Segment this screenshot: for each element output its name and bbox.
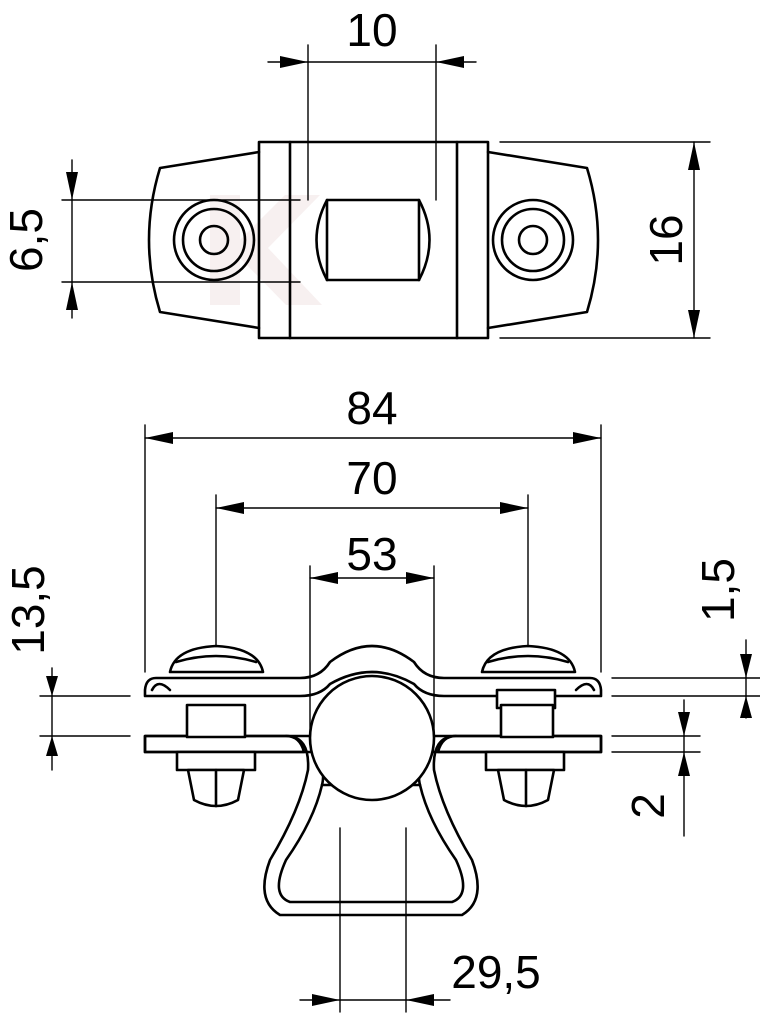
dim-top-width: 10 [267,4,477,201]
wire-loop-outer [263,734,479,917]
dim-right-upper-label: 1,5 [692,558,744,622]
dim-right-lower-label: 2 [622,793,674,819]
top-slot [315,198,431,282]
upper-strap [143,644,603,698]
top-left-hole [172,198,256,282]
dim-top-width-label: 10 [346,4,397,56]
lower-strip [143,734,306,754]
dim-left-height-label: 13,5 [2,565,54,655]
left-screw [168,644,265,808]
dim-clamp-width-label: 53 [346,528,397,580]
top-right-hole [491,198,575,282]
dim-right-upper: 1,5 [611,558,760,719]
dim-top-hole-height: 6,5 [0,159,301,319]
dim-hole-spacing: 70 [215,452,529,646]
dim-top-hole-height-label: 6,5 [0,208,52,272]
dim-overall-width: 84 [144,382,602,673]
dim-left-height: 13,5 [2,565,131,771]
top-view [147,140,600,340]
dim-bottom-width-label: 29,5 [451,946,541,998]
front-view [143,644,603,917]
dim-bottom-width: 29,5 [299,827,541,1013]
top-right-ear [486,150,600,330]
watermark-logo [210,195,322,305]
dim-right-lower: 2 [611,699,701,837]
dim-hole-spacing-label: 70 [346,452,397,504]
pipe [308,674,436,802]
top-left-ear [147,150,261,330]
right-screw [480,644,577,808]
dim-overall-width-label: 84 [346,382,397,434]
dim-clamp-width: 53 [309,528,435,737]
dim-top-total-height: 16 [499,141,711,339]
top-center-body [257,140,490,340]
dim-top-total-height-label: 16 [640,214,692,265]
